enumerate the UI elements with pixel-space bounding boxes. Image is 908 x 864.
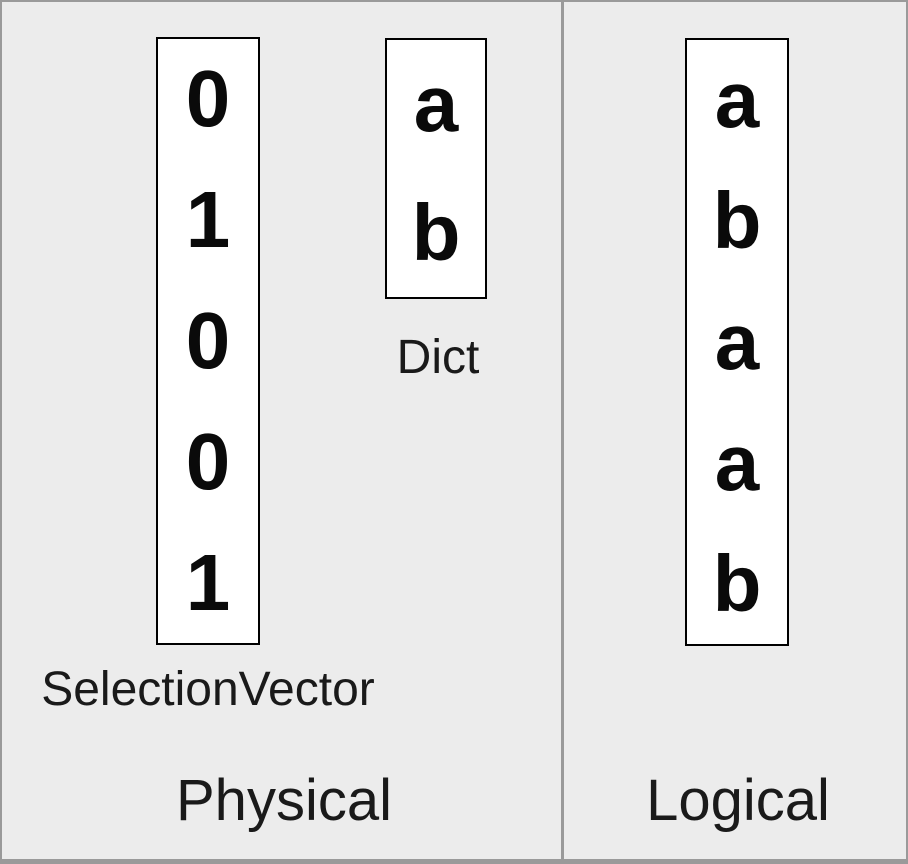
selection-vector-cell: 0 — [185, 416, 231, 506]
dict-cell: a — [413, 59, 459, 149]
selection-vector-cell: 1 — [185, 537, 231, 627]
selection-vector-cell: 0 — [185, 54, 231, 144]
dict-cell: b — [411, 187, 461, 277]
panel-divider — [561, 2, 564, 859]
logical-cell: a — [714, 55, 760, 145]
logical-panel-title: Logical — [646, 768, 830, 833]
dict-column: a b — [385, 38, 487, 299]
selection-vector-label: SelectionVector — [41, 663, 375, 716]
logical-cell: b — [712, 176, 762, 266]
logical-cell: b — [712, 538, 762, 628]
selection-vector-cell: 1 — [185, 175, 231, 265]
physical-panel-title: Physical — [176, 768, 392, 833]
logical-cell: a — [714, 417, 760, 507]
logical-cell: a — [714, 296, 760, 386]
selection-vector-column: 0 1 0 0 1 — [156, 37, 260, 645]
selection-vector-cell: 0 — [185, 295, 231, 385]
logical-column: a b a a b — [685, 38, 789, 646]
dict-label: Dict — [396, 331, 480, 384]
